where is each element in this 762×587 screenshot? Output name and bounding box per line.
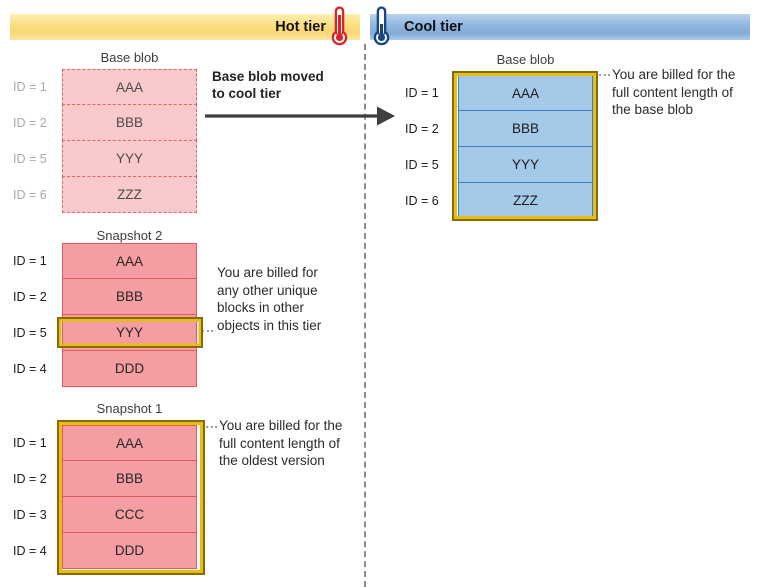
block-cell: BBB <box>458 110 593 147</box>
snapshot-2-title: Snapshot 2 <box>96 228 163 243</box>
block-row: ID = 4 DDD <box>13 350 197 387</box>
cool-tier-header-bar: Cool tier <box>370 14 750 40</box>
block-row: ID = 5 YYY <box>13 314 203 351</box>
snapshot-2-billing-note: You are billed for any other unique bloc… <box>217 265 322 333</box>
block-row: ID = 1 AAA <box>13 425 197 461</box>
block-id-label: ID = 3 <box>13 508 47 522</box>
cool-base-note-connector <box>599 74 610 76</box>
block-row: ID = 2 BBB <box>13 460 197 497</box>
block-cell: BBB <box>62 278 197 315</box>
block-row: ID = 2 BBB <box>13 104 197 141</box>
block-row: ID = 1 AAA <box>13 69 197 105</box>
block-row: ID = 2 BBB <box>405 110 593 147</box>
block-id-label: ID = 2 <box>13 290 47 304</box>
block-row: ID = 5 YYY <box>13 140 197 177</box>
block-cell: ZZZ <box>62 176 197 213</box>
hot-base-blob-table: ID = 1 AAA ID = 2 BBB ID = 5 YYY ID = 6 ZZZ <box>13 69 197 213</box>
hot-thermometer-icon <box>331 6 348 46</box>
block-row: ID = 6 ZZZ <box>13 176 197 213</box>
snapshot-1-note-connector <box>206 426 217 428</box>
block-id-label: ID = 2 <box>13 116 47 130</box>
block-id-label: ID = 6 <box>13 188 47 202</box>
block-cell: ZZZ <box>458 182 593 219</box>
cool-base-blob-table: ID = 1 AAA ID = 2 BBB ID = 5 YYY ID = 6 ZZZ <box>405 75 593 219</box>
block-row: ID = 3 CCC <box>13 496 197 533</box>
block-cell: DDD <box>62 532 197 569</box>
block-cell: AAA <box>62 243 197 279</box>
block-id-label: ID = 1 <box>405 86 439 100</box>
block-id-label: ID = 4 <box>13 544 47 558</box>
block-id-label: ID = 5 <box>405 158 439 172</box>
block-row: ID = 5 YYY <box>405 146 593 183</box>
block-cell: YYY <box>458 146 593 183</box>
move-arrow <box>205 106 395 126</box>
block-cell: AAA <box>458 75 593 111</box>
block-id-label: ID = 2 <box>405 122 439 136</box>
block-cell: YYY <box>57 314 203 351</box>
block-id-label: ID = 5 <box>13 152 47 166</box>
snapshot-1-table: ID = 1 AAA ID = 2 BBB ID = 3 CCC ID = 4 DDD <box>13 425 197 569</box>
cool-thermometer-icon <box>373 6 390 46</box>
snapshot-1-title: Snapshot 1 <box>96 401 163 416</box>
block-cell: BBB <box>62 104 197 141</box>
block-cell: CCC <box>62 496 197 533</box>
block-cell: BBB <box>62 460 197 497</box>
block-cell: YYY <box>62 140 197 177</box>
block-id-label: ID = 4 <box>13 362 47 376</box>
cool-base-blob-title: Base blob <box>496 52 555 67</box>
snapshot-2-note-connector <box>202 330 213 332</box>
block-row: ID = 1 AAA <box>405 75 593 111</box>
block-row: ID = 6 ZZZ <box>405 182 593 219</box>
block-cell: AAA <box>62 69 197 105</box>
block-id-label: ID = 6 <box>405 194 439 208</box>
snapshot-1-billing-note: You are billed for the full content leng… <box>219 418 343 468</box>
cool-tier-label: Cool tier <box>404 19 463 35</box>
block-id-label: ID = 5 <box>13 326 47 340</box>
block-id-label: ID = 1 <box>13 254 47 268</box>
cool-base-billing-note: You are billed for the full content leng… <box>612 67 736 117</box>
block-cell: AAA <box>62 425 197 461</box>
hot-tier-header-bar: Hot tier <box>10 14 360 40</box>
block-row: ID = 2 BBB <box>13 278 197 315</box>
block-id-label: ID = 2 <box>13 472 47 486</box>
hot-tier-label: Hot tier <box>275 19 326 35</box>
block-cell: DDD <box>62 350 197 387</box>
hot-base-blob-title: Base blob <box>100 50 159 65</box>
block-id-label: ID = 1 <box>13 436 47 450</box>
tier-separator-dashed-line <box>364 44 366 587</box>
block-id-label: ID = 1 <box>13 80 47 94</box>
block-row: ID = 1 AAA <box>13 243 197 279</box>
snapshot-2-table: ID = 1 AAA ID = 2 BBB ID = 5 YYY ID = 4 DDD <box>13 243 203 387</box>
block-row: ID = 4 DDD <box>13 532 197 569</box>
move-note: Base blob moved to cool tier <box>212 69 324 101</box>
